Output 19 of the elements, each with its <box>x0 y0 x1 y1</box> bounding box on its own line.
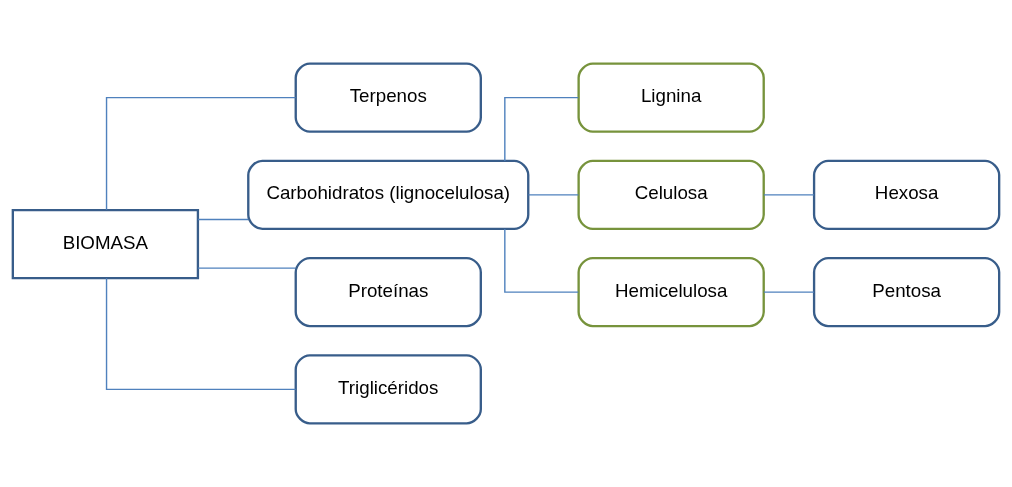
node-box: BIOMASA <box>11 208 200 280</box>
connector <box>504 96 579 162</box>
connector <box>197 218 249 221</box>
node-box: Hexosa <box>812 159 1001 231</box>
connector <box>527 194 580 196</box>
node-box: Terpenos <box>294 62 482 133</box>
node-box: Lignina <box>577 62 765 133</box>
connector <box>763 194 815 196</box>
node-box: Triglicéridos <box>294 354 482 425</box>
node-box: Celulosa <box>577 159 765 231</box>
node-box: Carbohidratos (lignocelulosa) <box>247 159 530 231</box>
connector <box>105 277 297 391</box>
connector <box>197 267 297 269</box>
connector <box>504 228 579 293</box>
node-box: Proteínas <box>294 256 482 328</box>
node-box: Hemicelulosa <box>577 256 765 328</box>
connector <box>763 291 815 293</box>
connector <box>105 96 297 211</box>
node-box: Pentosa <box>812 256 1001 328</box>
